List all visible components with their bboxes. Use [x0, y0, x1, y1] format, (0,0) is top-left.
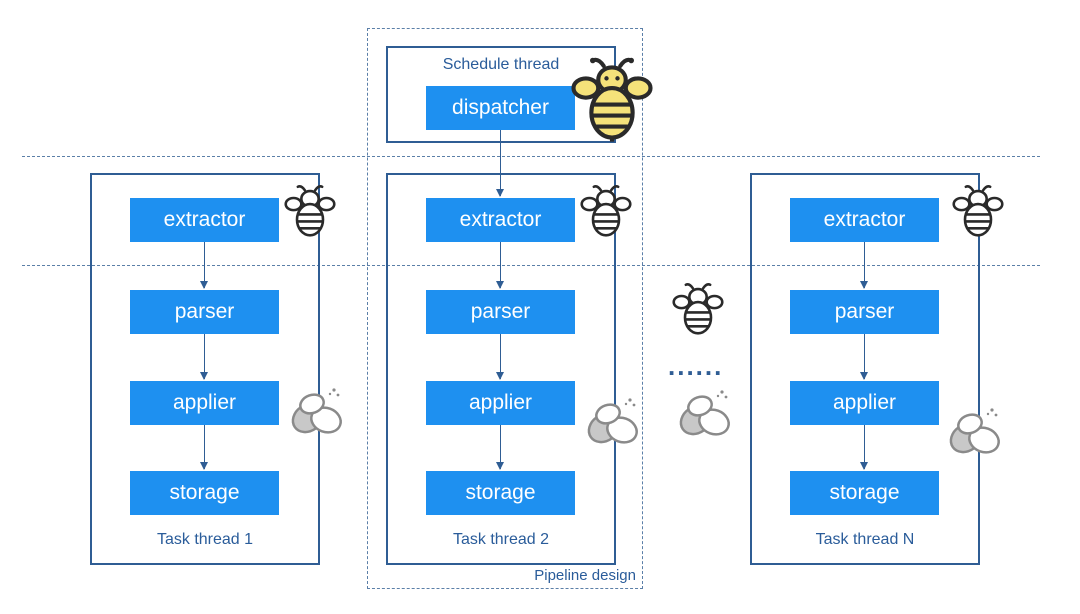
thread-1-storage-label: storage [169, 481, 240, 504]
thread-n-extractor-label: extractor [823, 208, 906, 231]
bee-icon [571, 57, 653, 142]
sleeping-bee-icon [587, 398, 638, 444]
thread-1-arrow-2 [200, 334, 208, 380]
thread-2-storage-label: storage [465, 481, 536, 504]
dashed-separator-middle [22, 265, 1040, 266]
thread-2-applier-label: applier [468, 391, 533, 414]
thread-2-parser-box: parser [426, 290, 575, 334]
thread-n-arrow-2 [860, 334, 868, 380]
thread-1-arrow-1 [200, 242, 208, 289]
thread-2-extractor-label: extractor [459, 208, 542, 231]
task-thread-1-box: Task thread 1 [90, 173, 320, 565]
thread-2-arrow-2 [496, 334, 504, 380]
thread-2-extractor-box: extractor [426, 198, 575, 242]
thread-1-extractor-box: extractor [130, 198, 279, 242]
thread-1-parser-label: parser [174, 300, 235, 323]
sleeping-bee-icon [291, 388, 342, 434]
thread-2-applier-box: applier [426, 381, 575, 425]
thread-1-applier-label: applier [172, 391, 237, 414]
thread-n-applier-box: applier [790, 381, 939, 425]
bee-icon [580, 185, 632, 237]
pipeline-design-label: Pipeline design [534, 567, 636, 584]
thread-n-parser-label: parser [834, 300, 895, 323]
thread-n-parser-box: parser [790, 290, 939, 334]
task-thread-2-box: Task thread 2 [386, 173, 616, 565]
thread-2-arrow-1 [496, 242, 504, 289]
dispatcher-to-extractor-arrow [496, 130, 504, 197]
thread-n-arrow-3 [860, 425, 868, 470]
pipeline-design-frame: Pipeline design [367, 28, 643, 589]
task-thread-1-label: Task thread 1 [156, 531, 254, 548]
thread-n-extractor-box: extractor [790, 198, 939, 242]
sleeping-bee-icon [679, 390, 730, 436]
bee-icon [672, 283, 724, 335]
sleeping-bee-icon [949, 408, 1000, 454]
bee-icon [284, 185, 336, 237]
thread-n-storage-box: storage [790, 471, 939, 515]
thread-1-extractor-label: extractor [163, 208, 246, 231]
thread-1-arrow-3 [200, 425, 208, 470]
thread-2-parser-label: parser [470, 300, 531, 323]
more-threads-ellipsis: ...... [668, 351, 724, 381]
thread-1-storage-box: storage [130, 471, 279, 515]
thread-n-storage-label: storage [829, 481, 900, 504]
bee-icon [952, 185, 1004, 237]
schedule-thread-label: Schedule thread [442, 56, 560, 73]
thread-1-parser-box: parser [130, 290, 279, 334]
dashed-separator-top [22, 156, 1040, 157]
thread-n-applier-label: applier [832, 391, 897, 414]
task-thread-2-label: Task thread 2 [452, 531, 550, 548]
thread-1-applier-box: applier [130, 381, 279, 425]
dispatcher-label: dispatcher [452, 96, 549, 119]
thread-2-arrow-3 [496, 425, 504, 470]
task-thread-n-box: Task thread N [750, 173, 980, 565]
task-thread-n-label: Task thread N [815, 531, 915, 548]
thread-2-storage-box: storage [426, 471, 575, 515]
thread-n-arrow-1 [860, 242, 868, 289]
dispatcher-box: dispatcher [426, 86, 575, 130]
